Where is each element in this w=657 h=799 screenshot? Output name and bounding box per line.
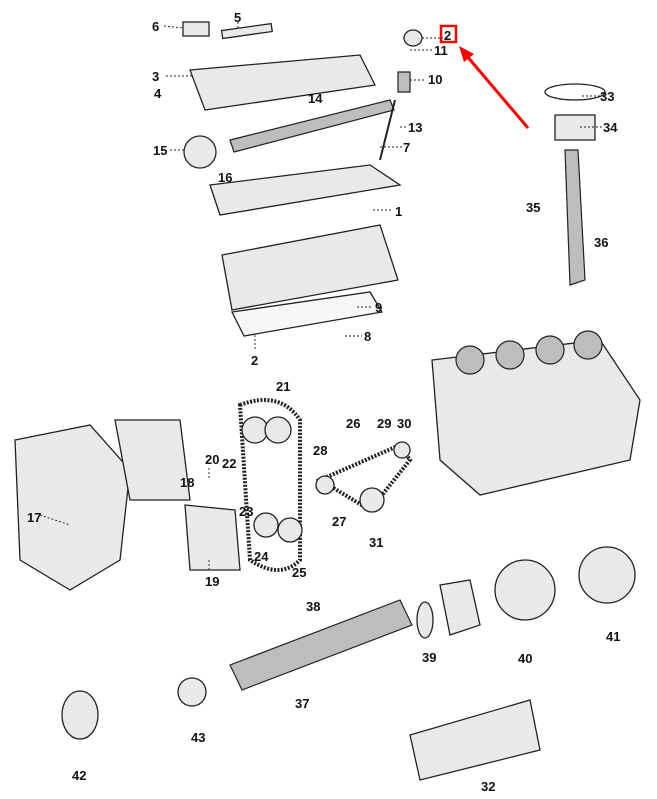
callout-41: 41 — [606, 629, 620, 644]
callout-20: 20 — [205, 452, 219, 467]
head-gasket — [231, 291, 384, 337]
pulley — [315, 475, 335, 495]
cylinder-bore — [573, 330, 603, 360]
callout-36: 36 — [594, 235, 608, 250]
callout-7: 7 — [403, 140, 410, 155]
oil-cap — [182, 21, 210, 37]
connecting-rod — [564, 149, 586, 286]
callout-19: 19 — [205, 574, 219, 589]
callout-30: 30 — [397, 416, 411, 431]
callout-37: 37 — [295, 696, 309, 711]
cylinder-bore — [455, 345, 485, 375]
cylinder-head — [221, 224, 399, 311]
valve-lifter — [403, 29, 423, 47]
callout-5: 5 — [234, 10, 241, 25]
crank-gear — [177, 677, 207, 707]
callout-13: 13 — [408, 120, 422, 135]
callout-21: 21 — [276, 379, 290, 394]
callout-18: 18 — [180, 475, 194, 490]
cover-gasket — [220, 22, 273, 40]
camshaft — [229, 99, 395, 153]
callout-9: 9 — [375, 300, 382, 315]
crankshaft — [229, 599, 413, 691]
callout-43: 43 — [191, 730, 205, 745]
callout-27: 27 — [332, 514, 346, 529]
callout-16: 16 — [218, 170, 232, 185]
water-pump — [184, 504, 241, 571]
callout-35: 35 — [526, 200, 540, 215]
callout-1: 1 — [395, 204, 402, 219]
callout-2: 2 — [444, 28, 451, 43]
callout-38: 38 — [306, 599, 320, 614]
callout-11: 11 — [434, 43, 448, 58]
cam-carrier — [209, 164, 402, 216]
callout-22: 22 — [222, 456, 236, 471]
crank-pulley — [61, 690, 99, 740]
callout-14: 14 — [308, 91, 323, 106]
callout-3: 3 — [152, 69, 159, 84]
piston — [554, 114, 596, 141]
callout-32: 32 — [481, 779, 495, 794]
cam-pulley — [264, 416, 292, 444]
red-arrow — [459, 46, 530, 129]
timing-cover — [14, 424, 131, 591]
callout-39: 39 — [422, 650, 436, 665]
flywheel — [494, 559, 556, 621]
callout-15: 15 — [153, 143, 167, 158]
cam-sprocket — [183, 135, 217, 169]
highlight-box — [439, 24, 458, 44]
cylinder-bore — [495, 340, 525, 370]
balance-belt — [315, 442, 413, 513]
balance-shaft — [409, 699, 541, 781]
timing-belt — [237, 398, 302, 572]
pulley — [393, 441, 411, 459]
callout-28: 28 — [313, 443, 327, 458]
callout-34: 34 — [603, 120, 618, 135]
callout-33: 33 — [600, 89, 614, 104]
callout-42: 42 — [72, 768, 86, 783]
callout-25: 25 — [292, 565, 306, 580]
callout-6: 6 — [152, 19, 159, 34]
rear-timing-cover — [114, 419, 191, 501]
rear-seal-housing — [439, 579, 481, 636]
callout-10: 10 — [428, 72, 442, 87]
valve-cover — [189, 54, 376, 111]
callout-4: 4 — [154, 86, 162, 101]
callout-26: 26 — [346, 416, 360, 431]
callout-24: 24 — [254, 549, 269, 564]
callout-40: 40 — [518, 651, 532, 666]
callout-23: 23 — [239, 504, 253, 519]
cylinder-bore — [535, 335, 565, 365]
callout-2: 2 — [251, 353, 258, 368]
crank-sprocket — [253, 512, 279, 538]
pulley — [359, 487, 385, 513]
valve — [379, 99, 396, 161]
cam-pulley — [241, 416, 269, 444]
callout-17: 17 — [27, 510, 41, 525]
flexplate — [578, 546, 636, 604]
parts — [14, 21, 641, 781]
callout-8: 8 — [364, 329, 371, 344]
valve-spring — [397, 71, 411, 93]
callout-31: 31 — [369, 535, 383, 550]
tensioner — [277, 517, 303, 543]
leader-lines — [39, 22, 603, 570]
piston-rings — [544, 83, 606, 101]
callout-29: 29 — [377, 416, 391, 431]
rear-seal — [416, 601, 434, 639]
